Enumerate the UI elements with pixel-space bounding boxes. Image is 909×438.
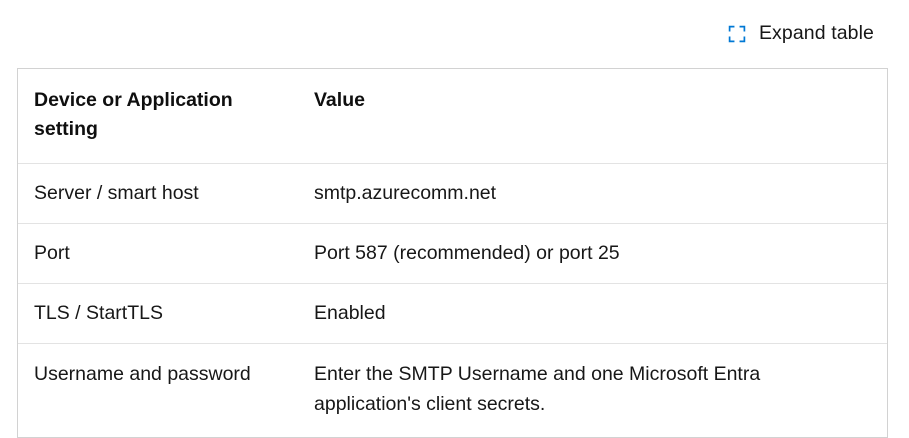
column-header-value: Value	[296, 69, 887, 164]
cell-setting-name: Server / smart host	[18, 163, 296, 224]
expand-table-button[interactable]: Expand table	[728, 22, 874, 46]
cell-setting-value: Enabled	[296, 283, 887, 344]
cell-setting-name: Port	[18, 223, 296, 284]
table-header: Device or Application setting Value	[18, 69, 887, 164]
table-row: Username and password Enter the SMTP Use…	[18, 343, 887, 438]
table-row: Server / smart host smtp.azurecomm.net	[18, 163, 887, 224]
expand-table-label: Expand table	[758, 22, 874, 45]
cell-setting-value: smtp.azurecomm.net	[296, 163, 887, 224]
settings-table-container: Device or Application setting Value Serv…	[17, 68, 888, 438]
cell-setting-name: TLS / StartTLS	[18, 283, 296, 344]
cell-setting-name: Username and password	[18, 343, 296, 438]
column-header-setting: Device or Application setting	[18, 69, 296, 164]
settings-table: Device or Application setting Value Serv…	[18, 69, 887, 438]
table-toolbar: Expand table	[0, 0, 888, 68]
expand-corners-icon	[728, 25, 746, 43]
table-header-row: Device or Application setting Value	[18, 69, 887, 164]
table-row: Port Port 587 (recommended) or port 25	[18, 223, 887, 284]
cell-setting-value: Port 587 (recommended) or port 25	[296, 223, 887, 284]
cell-setting-value: Enter the SMTP Username and one Microsof…	[296, 343, 887, 438]
table-row: TLS / StartTLS Enabled	[18, 283, 887, 344]
table-body: Server / smart host smtp.azurecomm.net P…	[18, 163, 887, 438]
